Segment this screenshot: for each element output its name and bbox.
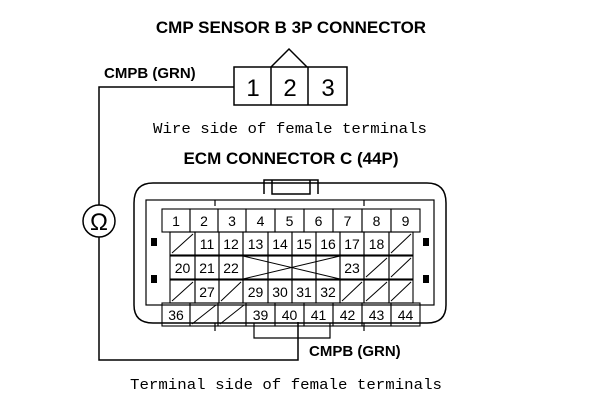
ohm-icon: Ω (90, 209, 108, 236)
ecm-terminal-cell (388, 255, 414, 280)
ecm-terminal-16: 16 (320, 236, 336, 252)
ecm-lock-tab-right (423, 238, 429, 246)
wire-label-top: CMPB (GRN) (104, 65, 196, 82)
ecm-terminal-7: 7 (344, 213, 352, 229)
ecm-terminal-31: 31 (296, 284, 312, 300)
ecm-terminal-43: 43 (369, 307, 385, 323)
sensor-connector: 1 2 3 (233, 47, 348, 106)
ecm-terminal-22: 22 (223, 260, 239, 276)
ecm-terminal-30: 30 (272, 284, 288, 300)
connector-key (270, 47, 308, 68)
ecm-empty-slot (220, 281, 242, 302)
sensor-connector-body (233, 66, 348, 106)
ohmmeter-symbol (82, 204, 116, 238)
sensor-connector-title: CMP SENSOR B 3P CONNECTOR (156, 18, 426, 37)
ecm-terminal-1: 1 (172, 213, 180, 229)
sensor-connector-caption: Wire side of female terminals (153, 121, 427, 138)
ecm-empty-slot (171, 281, 194, 302)
ecm-terminal-cell (291, 255, 317, 280)
ecm-terminal-9: 9 (402, 213, 410, 229)
ecm-terminal-29: 29 (248, 284, 264, 300)
ecm-empty-slot (390, 257, 412, 278)
ecm-outer-housing (133, 182, 447, 324)
ecm-terminal-14: 14 (272, 236, 288, 252)
ecm-terminal-23: 23 (344, 260, 360, 276)
ecm-lock-tab-right-2 (423, 275, 429, 283)
sensor-terminal-3: 3 (321, 75, 334, 102)
ecm-terminal-18: 18 (369, 236, 385, 252)
ecm-terminal-13: 13 (248, 236, 264, 252)
ecm-empty-slot (390, 233, 412, 254)
ecm-lock-tab-left-2 (151, 275, 157, 283)
ecm-terminal-15: 15 (296, 236, 312, 252)
ecm-terminal-39: 39 (253, 307, 269, 323)
ecm-empty-slot (191, 304, 217, 325)
ecm-terminal-cell (388, 231, 414, 256)
ecm-connector-title: ECM CONNECTOR C (44P) (183, 149, 398, 168)
ecm-terminal-cell (315, 255, 341, 280)
ecm-terminal-21: 21 (199, 260, 215, 276)
ecm-empty-slot (341, 281, 363, 302)
meter-wire (98, 86, 299, 361)
ecm-empty-slot (171, 233, 194, 254)
ecm-empty-slot (219, 304, 245, 325)
sensor-terminal-2: 2 (283, 75, 296, 102)
ecm-terminal-36: 36 (168, 307, 184, 323)
ecm-void-cross (242, 255, 341, 280)
ecm-terminal-42: 42 (340, 307, 356, 323)
ecm-inner-frame (145, 199, 435, 306)
ecm-top-latch (263, 179, 319, 195)
ecm-terminal-4: 4 (257, 213, 265, 229)
ecm-terminal-6: 6 (315, 213, 323, 229)
ecm-terminal-40: 40 (282, 307, 298, 323)
ecm-empty-slot (365, 257, 388, 278)
ecm-empty-slot (390, 281, 412, 302)
ecm-terminal-cell (267, 255, 293, 280)
ecm-terminal-32: 32 (320, 284, 336, 300)
ecm-terminal-cell (390, 302, 421, 327)
ecm-connector-caption: Terminal side of female terminals (130, 377, 442, 394)
ecm-terminal-20: 20 (175, 260, 191, 276)
wire-label-bottom: CMPB (GRN) (309, 343, 401, 360)
ecm-terminal-44: 44 (398, 307, 414, 323)
ecm-terminal-11: 11 (200, 236, 215, 252)
ecm-terminal-5: 5 (286, 213, 294, 229)
ecm-terminal-41: 41 (311, 307, 327, 323)
ecm-terminal-3: 3 (228, 213, 236, 229)
ecm-terminal-8: 8 (373, 213, 381, 229)
ecm-terminal-27: 27 (199, 284, 215, 300)
ecm-lock-tab-left (151, 238, 157, 246)
sensor-terminal-1: 1 (246, 75, 259, 102)
ecm-terminal-17: 17 (344, 236, 360, 252)
ecm-terminal-12: 12 (223, 236, 239, 252)
ecm-terminal-2: 2 (200, 213, 208, 229)
ecm-empty-slot (365, 281, 388, 302)
